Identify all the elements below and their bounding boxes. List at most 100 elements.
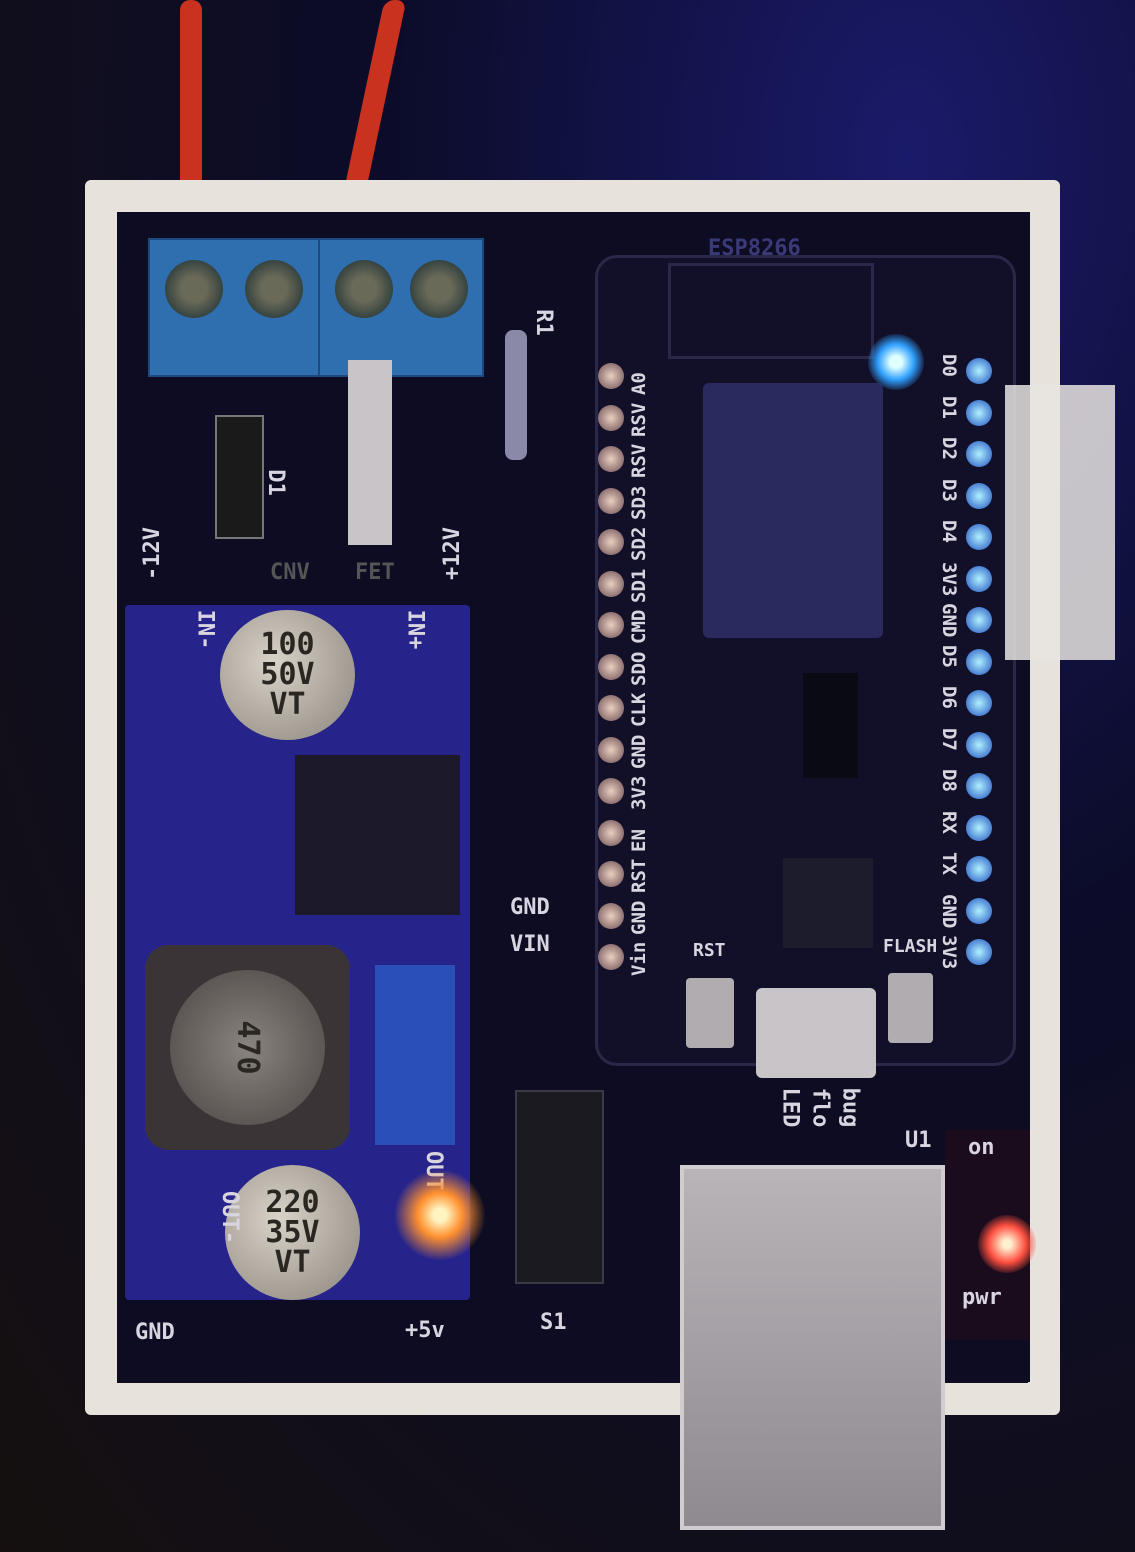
resistor (505, 330, 527, 460)
ic-chip (295, 755, 460, 915)
header-pin (966, 773, 992, 799)
header-pin (966, 648, 992, 675)
led-5v-indicator (395, 1170, 485, 1260)
pin-label: GND (938, 603, 960, 638)
pin-label: RX (938, 810, 960, 834)
label-pwr: pwr (962, 1285, 1002, 1310)
pin-label: Vin (628, 941, 650, 976)
header-pin (966, 524, 992, 550)
header-pin (966, 607, 992, 633)
header-pin (966, 399, 992, 426)
label-minus12: -12V (140, 527, 165, 580)
pin-label: SD2 (628, 526, 650, 561)
header-pin (598, 861, 624, 887)
pin-label: RST (628, 858, 650, 893)
micro-usb-port[interactable] (756, 988, 876, 1078)
pin-label: D4 (938, 520, 960, 543)
header-pin (598, 404, 624, 431)
header-pin (598, 695, 624, 721)
label-in-minus: IN- (192, 609, 218, 650)
screw-icon (165, 260, 223, 318)
pin-label: CLK (628, 692, 650, 727)
terminal-block (148, 238, 322, 377)
pin-label: RSV (628, 402, 650, 437)
header-pin (598, 902, 624, 929)
header-pin (598, 363, 624, 389)
pin-label: A0 (628, 372, 650, 395)
inductor: 470 (145, 945, 350, 1150)
pin-label: D6 (938, 686, 960, 709)
label-u1: U1 (905, 1128, 932, 1153)
header-pin (598, 529, 624, 555)
pin-label: D0 (938, 354, 960, 377)
rj45-jack[interactable] (680, 1165, 945, 1530)
label-on: on (968, 1135, 995, 1160)
pin-label: SD1 (628, 568, 650, 603)
header-pin (598, 612, 624, 638)
header-pin (966, 814, 992, 841)
antenna (668, 263, 874, 359)
header-pin (598, 778, 624, 804)
label-gnd-bottom: GND (135, 1320, 175, 1345)
pin-label: 3V3 (628, 775, 650, 810)
screw-icon (335, 260, 393, 318)
pin-label: GND (938, 893, 960, 928)
connector-clip (1005, 385, 1115, 660)
inductor-core: 470 (170, 970, 325, 1125)
pin-label: RSV (628, 443, 650, 478)
label-r1: R1 (530, 309, 556, 336)
esp-shield (703, 383, 883, 638)
label-esp8266: ESP8266 (708, 236, 801, 261)
label-vin: VIN (510, 932, 550, 957)
label-gnd-top: GND (510, 895, 550, 920)
label-rst: RST (693, 940, 726, 961)
label-plus5v: +5v (405, 1318, 445, 1343)
label-flash: FLASH (883, 936, 938, 957)
led-blue-status (868, 334, 924, 390)
label-led: LED (777, 1087, 803, 1128)
label-fet: FET (355, 560, 395, 585)
led-red-power (978, 1215, 1036, 1273)
label-bug: bug (837, 1087, 863, 1128)
label-cnv: CNV (270, 560, 310, 585)
header-pin (966, 856, 992, 882)
header-pin (966, 690, 992, 716)
header-pin (966, 565, 992, 592)
pin-label: D2 (938, 437, 960, 460)
header-pin (966, 731, 992, 758)
pin-label: D7 (938, 727, 960, 751)
label-d1: D1 (262, 469, 288, 496)
pin-label: D8 (938, 769, 960, 792)
header-pin (598, 570, 624, 597)
pin-label: SD3 (628, 485, 650, 520)
header-pin (966, 358, 992, 384)
header-pin (966, 482, 992, 509)
diode (215, 415, 264, 539)
pin-label: D3 (938, 478, 960, 502)
pin-label: 3V3 (938, 561, 960, 596)
slide-switch[interactable] (515, 1090, 604, 1284)
pin-label: D1 (938, 395, 960, 419)
pin-label: D5 (938, 644, 960, 668)
pin-label: GND (628, 900, 650, 935)
pin-label: EN (628, 828, 650, 852)
voltage-regulator (803, 673, 858, 778)
flash-button[interactable] (888, 973, 933, 1043)
label-s1: S1 (540, 1310, 567, 1335)
pin-label: GND (628, 734, 650, 769)
header-pin (966, 939, 992, 965)
fet (348, 360, 392, 545)
header-pin (966, 441, 992, 467)
terminal-block (318, 238, 484, 377)
header-pin (598, 944, 624, 970)
rst-button[interactable] (686, 978, 734, 1048)
pin-label: CMD (628, 609, 650, 644)
screw-icon (410, 260, 468, 318)
header-pin (598, 819, 624, 846)
header-pin (598, 736, 624, 763)
potentiometer (375, 965, 455, 1145)
header-pin (598, 446, 624, 472)
pin-label: 3V3 (938, 935, 960, 970)
